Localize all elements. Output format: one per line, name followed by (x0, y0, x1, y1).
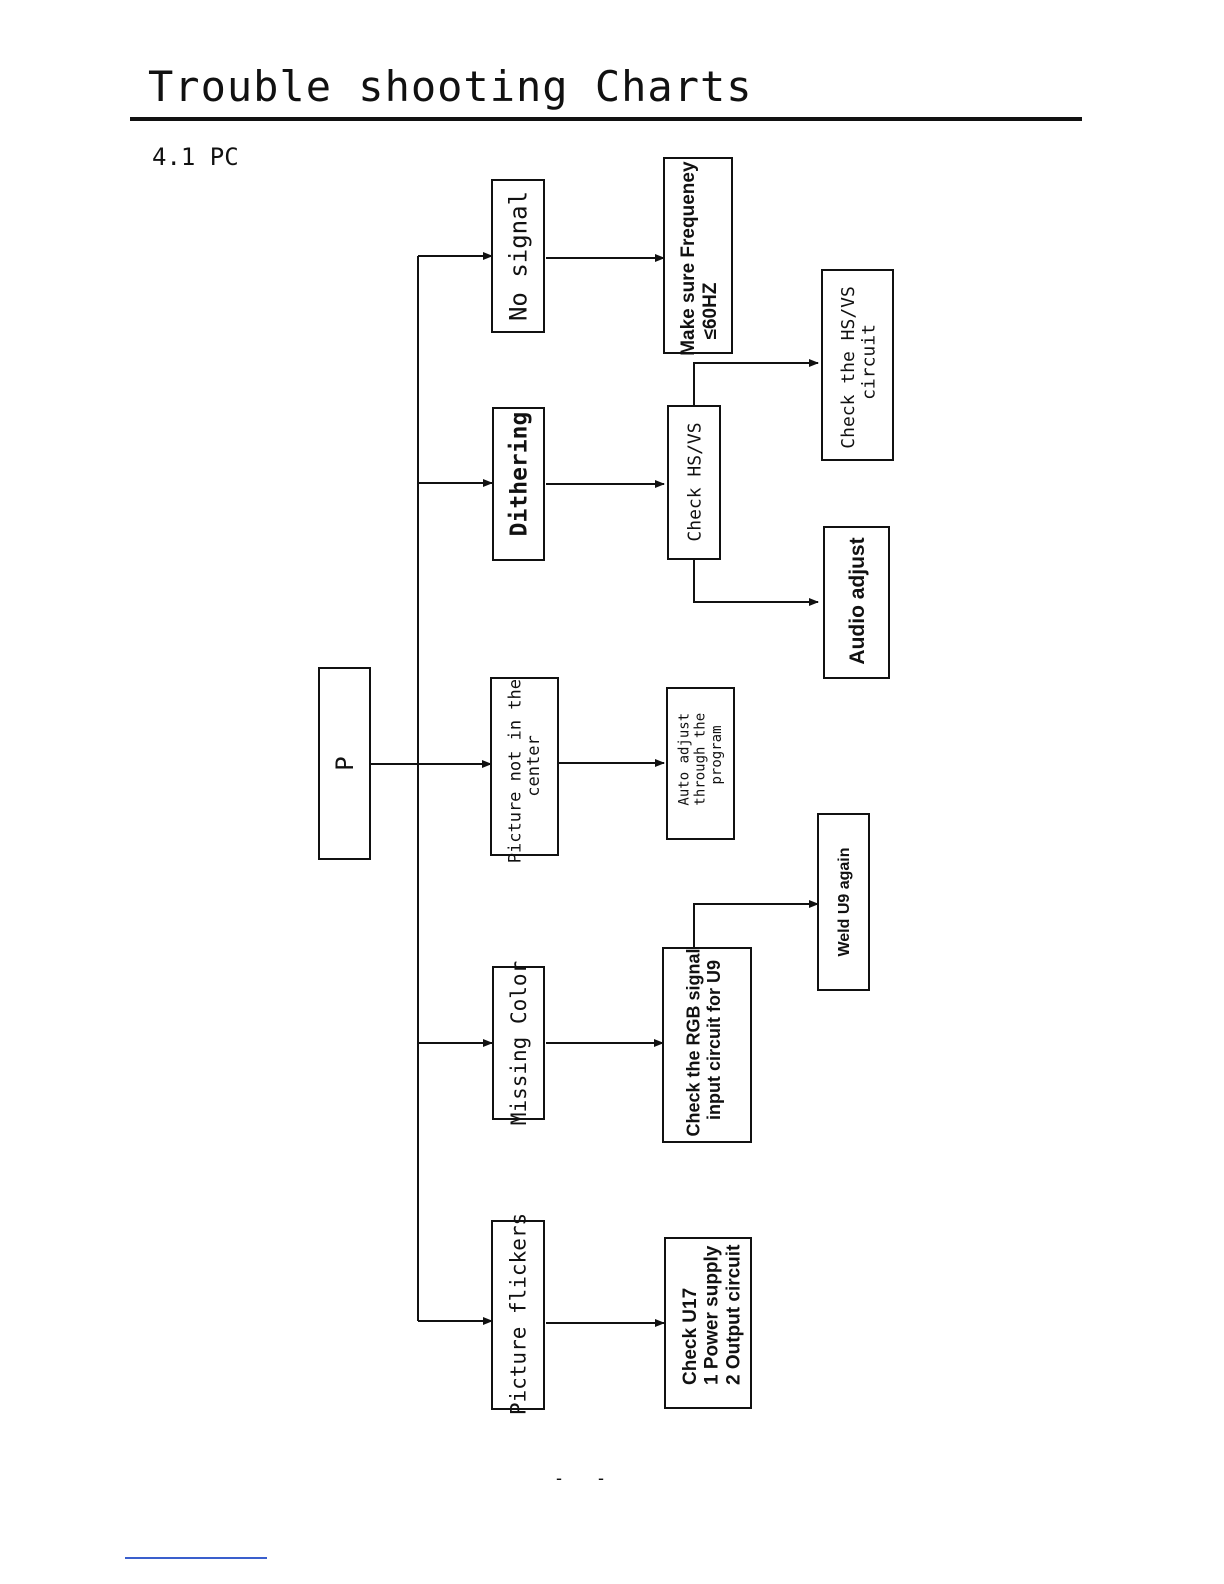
symptom-dithering: Dithering (492, 407, 545, 561)
svg-text:Check HS/VS: Check HS/VS (684, 422, 705, 541)
symptom-no-signal: No signal (491, 179, 545, 333)
check-rgb-line2: input circuit for U9 (704, 960, 724, 1120)
action-audio-adjust: Audio adjust (823, 526, 890, 679)
hs-vs-circuit-line2: circuit (859, 324, 880, 400)
frequency-line1: Make sure Frequeney (678, 161, 699, 356)
symptom-picture-flickers: Picture flickers (491, 1213, 545, 1415)
dithering-label: Dithering (507, 412, 533, 537)
check-u17-line1: Check U17 (680, 1288, 701, 1385)
symptom-picture-not-centered: Picture not in the center (490, 669, 559, 863)
svg-text:Picture flickers: Picture flickers (506, 1213, 530, 1415)
action-check-rgb-signal: Check the RGB signal input circuit for U… (662, 943, 752, 1143)
svg-text:Check the HS/VS circuit: Check the HS/VS circuit (838, 275, 880, 448)
no-signal-label: No signal (504, 191, 532, 321)
svg-text:Make sure Frequeney ≤60H: Make sure Frequeney ≤60HZ (678, 156, 721, 356)
arrow-to-weld-u9 (693, 900, 819, 948)
action-auto-adjust: Auto adjust through the program (666, 687, 735, 840)
page-title: Trouble shooting Charts (148, 62, 753, 111)
section-heading: 4.1 PC (152, 143, 239, 171)
arrow-to-hs-vs-circuit (693, 359, 819, 406)
svg-text:P: P (331, 756, 359, 770)
footer-dash-left: - (556, 1468, 562, 1488)
root-node: P (318, 667, 371, 860)
svg-text:Weld U9 again: Weld U9 again (836, 847, 853, 956)
symptom-missing-color: Missing Color (492, 961, 545, 1125)
action-check-hs-vs: Check HS/VS (667, 405, 721, 560)
check-hs-vs-label: Check HS/VS (684, 422, 705, 541)
svg-text:Check the RGB signal inp: Check the RGB signal input circuit for U… (683, 943, 724, 1136)
svg-text:Check U17 1 Power supply: Check U17 1 Power supply 2 Output circui… (680, 1240, 745, 1385)
svg-text:No signal: No signal (504, 191, 532, 321)
audio-adjust-label: Audio adjust (846, 537, 869, 664)
svg-text:Missing Color: Missing Color (507, 961, 531, 1125)
picture-not-centered-line1: Picture not in the (505, 679, 525, 863)
auto-adjust-line3: program (709, 725, 725, 784)
check-u17-line2: 1 Power supply (702, 1245, 723, 1385)
svg-text:Picture not in the cente: Picture not in the center (505, 669, 544, 863)
svg-text:Auto adjust through the: Auto adjust through the program (677, 704, 725, 805)
weld-u9-label: Weld U9 again (836, 847, 853, 956)
action-make-sure-frequency: Make sure Frequeney ≤60HZ (663, 156, 733, 356)
footer-link-underline (125, 1557, 267, 1559)
frequency-line2: ≤60HZ (700, 282, 721, 339)
picture-not-centered-line2: center (524, 735, 544, 796)
missing-color-label: Missing Color (507, 961, 531, 1125)
root-label: P (331, 756, 359, 770)
footer-dash-right: - (598, 1468, 604, 1488)
picture-flickers-label: Picture flickers (506, 1213, 530, 1415)
svg-text:Dithering: Dithering (507, 412, 533, 537)
svg-text:Audio adjust: Audio adjust (846, 537, 869, 664)
auto-adjust-line2: through the (693, 713, 709, 806)
flow-connectors (370, 252, 819, 1327)
action-check-u17: Check U17 1 Power supply 2 Output circui… (664, 1237, 752, 1409)
action-weld-u9: Weld U9 again (817, 813, 870, 991)
check-u17-line3: 2 Output circuit (723, 1244, 744, 1385)
check-rgb-line1: Check the RGB signal (683, 948, 703, 1136)
hs-vs-circuit-line1: Check the HS/VS (838, 286, 859, 449)
title-divider (130, 117, 1082, 121)
arrow-to-audio-adjust (693, 559, 819, 606)
auto-adjust-line1: Auto adjust (677, 713, 693, 806)
action-check-hs-vs-circuit: Check the HS/VS circuit (821, 269, 894, 461)
